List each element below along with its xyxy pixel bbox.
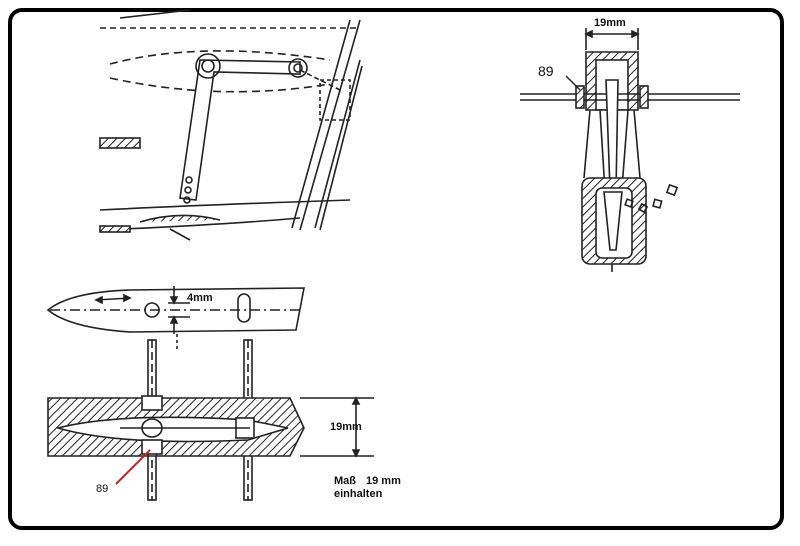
slot-dimension-label: 4mm — [187, 292, 213, 304]
note-line2: einhalten — [334, 488, 383, 500]
cross-section-view — [520, 28, 740, 272]
note-value: 19 mm — [366, 475, 401, 487]
side-height-label: 19mm — [330, 421, 362, 433]
note-line1: Maß — [334, 475, 356, 487]
blade-top-view — [46, 286, 305, 352]
top-width-label: 19mm — [594, 17, 626, 29]
ref-89-top: 89 — [538, 63, 554, 79]
ref-89-bottom: 89 — [96, 483, 109, 495]
ref-89-top-leader — [565, 75, 581, 91]
lever-mechanism-view — [99, 9, 363, 241]
side-section-view — [47, 339, 374, 501]
ref-89-leader — [115, 449, 151, 485]
